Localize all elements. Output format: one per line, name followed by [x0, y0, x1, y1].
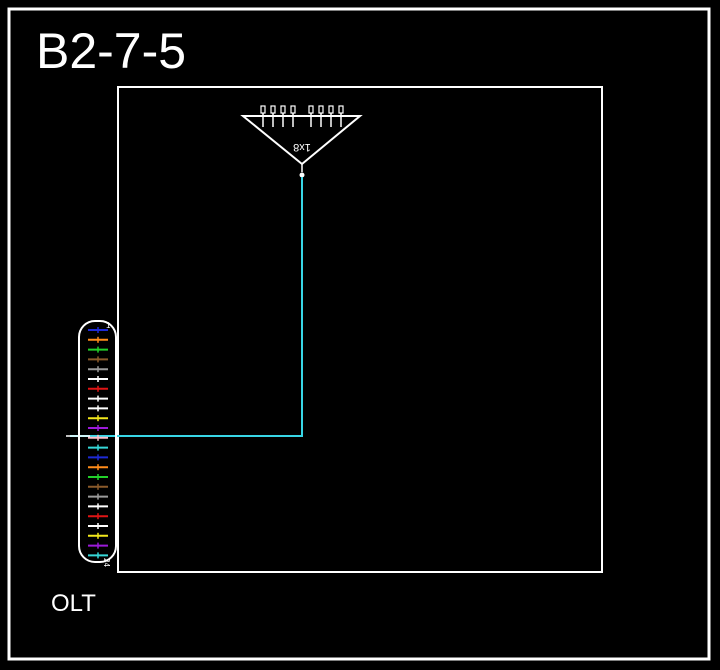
splitter-output-connector-8: [338, 105, 344, 114]
splitter-output-connector-3: [280, 105, 286, 114]
splitter-label: 1x8: [293, 141, 311, 153]
olt-panel: 1 24: [66, 320, 117, 567]
enclosure-box: [117, 86, 603, 573]
splitter-output-connector-1: [260, 105, 266, 114]
outer-frame: [7, 7, 711, 661]
olt-housing: [78, 320, 117, 563]
splitter: 1x8: [240, 105, 363, 178]
splitter-triangle: [240, 115, 363, 166]
page-title: B2-7-5: [36, 23, 186, 79]
splitter-output-connector-7: [328, 105, 334, 114]
fiber-link: [70, 177, 303, 437]
olt-ports: [88, 327, 108, 559]
splitter-input-port: [299, 172, 305, 178]
splitter-output-connector-2: [270, 105, 276, 114]
splitter-output-connector-5: [308, 105, 314, 114]
splitter-outputs: [260, 105, 344, 127]
olt-last-port-label: 24: [102, 558, 111, 567]
splitter-output-connector-6: [318, 105, 324, 114]
olt-first-port-label: 1: [106, 321, 111, 330]
olt-label: OLT: [51, 590, 96, 617]
splitter-output-connector-4: [290, 105, 296, 114]
